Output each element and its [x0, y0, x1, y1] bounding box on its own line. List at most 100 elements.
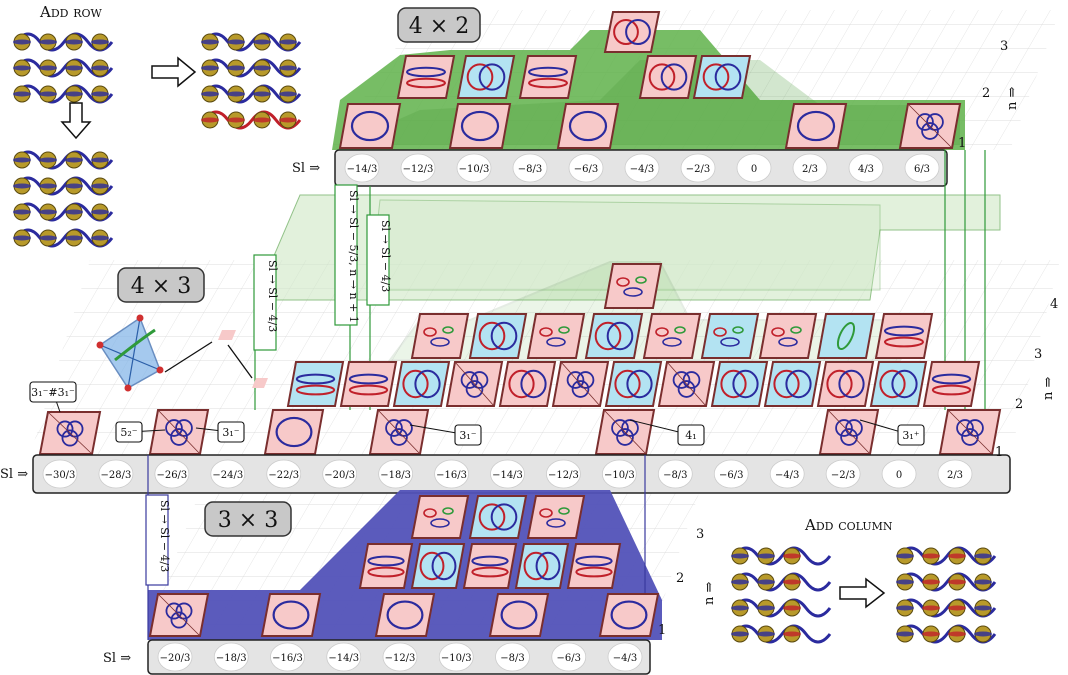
knot-tile [148, 409, 210, 455]
middle-sl-value: −12/3 [548, 470, 579, 481]
knot-tile [874, 313, 934, 359]
knot-tile [692, 55, 752, 99]
middle-sl-pill [210, 459, 246, 489]
bottom-sl-pill [607, 642, 643, 672]
bottom-sl-pill [438, 642, 474, 672]
middle-sl-values: −30/3−28/3−26/3−24/3−22/3−20/3−18/3−16/3… [42, 459, 973, 489]
knot-tile [410, 543, 466, 589]
middle-sl-value: −2/3 [831, 470, 855, 481]
bottom-sl-value: −10/3 [441, 653, 472, 664]
middle-sl-value: −16/3 [436, 470, 467, 481]
middle-sl-value: −28/3 [101, 470, 132, 481]
middle-sl-pill [713, 459, 749, 489]
knot-tile [468, 313, 528, 359]
top-n-arrow: n ⇒ [1005, 86, 1020, 110]
top-sl-value: −6/3 [574, 164, 598, 175]
middle-sl-pill [154, 459, 190, 489]
knot-tile [816, 313, 876, 359]
middle-label-box: 4 × 3 [117, 267, 205, 303]
rule-short-left-text: Sl → Sl − 4/3 [266, 260, 279, 332]
knot-label-text: 3₁⁺ [902, 429, 919, 442]
middle-sl-pill [322, 459, 358, 489]
top-sl-pill [344, 153, 380, 183]
top-sl-value: −8/3 [518, 164, 542, 175]
middle-sl-value: 2/3 [947, 470, 963, 481]
knot-tile [603, 263, 663, 309]
rule-box-short-top: Sl → Sl − 4/3 [366, 214, 392, 306]
top-sl-pill [400, 153, 436, 183]
middle-sl-value: −8/3 [663, 470, 687, 481]
knot-tile [638, 55, 698, 99]
middle-sl-pill [937, 459, 973, 489]
knot-tile [869, 361, 928, 407]
top-sl-pill [512, 153, 548, 183]
middle-sl-pill [434, 459, 469, 489]
knot-tile [410, 313, 470, 359]
bottom-n-level: 1 [658, 623, 666, 638]
top-label-box: 4 × 2 [397, 7, 481, 43]
bottom-sl-pill [213, 642, 249, 672]
top-sl-value: −2/3 [686, 164, 710, 175]
rule-short-bottom-text: Sl → Sl − 4/3 [158, 500, 171, 572]
knot-tile [898, 103, 962, 149]
top-n-level: 2 [982, 86, 990, 101]
top-sl-value: −10/3 [459, 164, 490, 175]
middle-n-level: 2 [1015, 397, 1023, 412]
knot-tile [922, 361, 981, 407]
bottom-sl-value: −20/3 [160, 653, 191, 664]
knot-tile [448, 103, 512, 149]
middle-sl-value: −6/3 [719, 470, 743, 481]
small-pink-tile-b [252, 378, 268, 388]
top-sl-arrow: Sl ⇒ [292, 161, 320, 176]
middle-sl-pill [490, 459, 525, 489]
knot-tile [816, 361, 875, 407]
add-column-title: Add column [804, 516, 893, 534]
middle-sl-value: −14/3 [492, 470, 523, 481]
knot-tile [784, 103, 848, 149]
middle-n-level: 4 [1050, 297, 1058, 312]
add-row-title: Add row [39, 3, 103, 21]
middle-sl-pill [98, 459, 134, 489]
small-pink-tile-a [218, 330, 236, 340]
rule-box-main: Sl → Sl − 5/3, n → n + 1 [334, 184, 360, 326]
top-tiles [338, 11, 962, 149]
middle-sl-pill [881, 459, 917, 489]
middle-sl-pill [601, 459, 637, 489]
tetrahedron-icon [96, 314, 164, 392]
bottom-n-level: 2 [676, 571, 684, 586]
knot-tile [598, 593, 660, 637]
knot-tile [758, 313, 818, 359]
middle-tiles [38, 263, 1002, 455]
grid-label-4x2: 4 × 2 [409, 14, 469, 39]
top-n-level: 3 [1000, 39, 1008, 54]
bottom-sl-pill [551, 642, 587, 672]
middle-sl-value: −18/3 [380, 470, 411, 481]
middle-sl-pill [546, 459, 581, 489]
middle-sl-pill [825, 459, 861, 489]
knot-tile [710, 361, 769, 407]
middle-sl-value: −30/3 [45, 470, 76, 481]
middle-n-arrow: n ⇒ [1041, 376, 1056, 400]
knot-label-text: 5₂⁻ [120, 426, 137, 439]
middle-sl-value: −26/3 [156, 470, 187, 481]
connector-top-to-middle-a [254, 194, 1001, 301]
bottom-n-levels: 1 2 3 [658, 527, 704, 638]
top-sl-pill [624, 153, 660, 183]
knot-tile [594, 409, 656, 455]
knot-tile [603, 11, 661, 53]
knot-tile [488, 593, 550, 637]
knot-tile [263, 409, 325, 455]
middle-sl-pill [378, 459, 414, 489]
rule-main-text: Sl → Sl − 5/3, n → n + 1 [347, 190, 360, 323]
bead-chain [13, 150, 114, 248]
knot-tile [604, 361, 663, 407]
knot-label-text: 4₁ [685, 429, 696, 442]
bottom-n-level: 3 [696, 527, 704, 542]
knot-tile [526, 495, 586, 539]
rule-box-short-left: Sl → Sl − 4/3 [253, 254, 279, 351]
bottom-sl-value: −14/3 [328, 653, 359, 664]
knot-label-k31_plus: 3₁⁺ [859, 419, 925, 446]
